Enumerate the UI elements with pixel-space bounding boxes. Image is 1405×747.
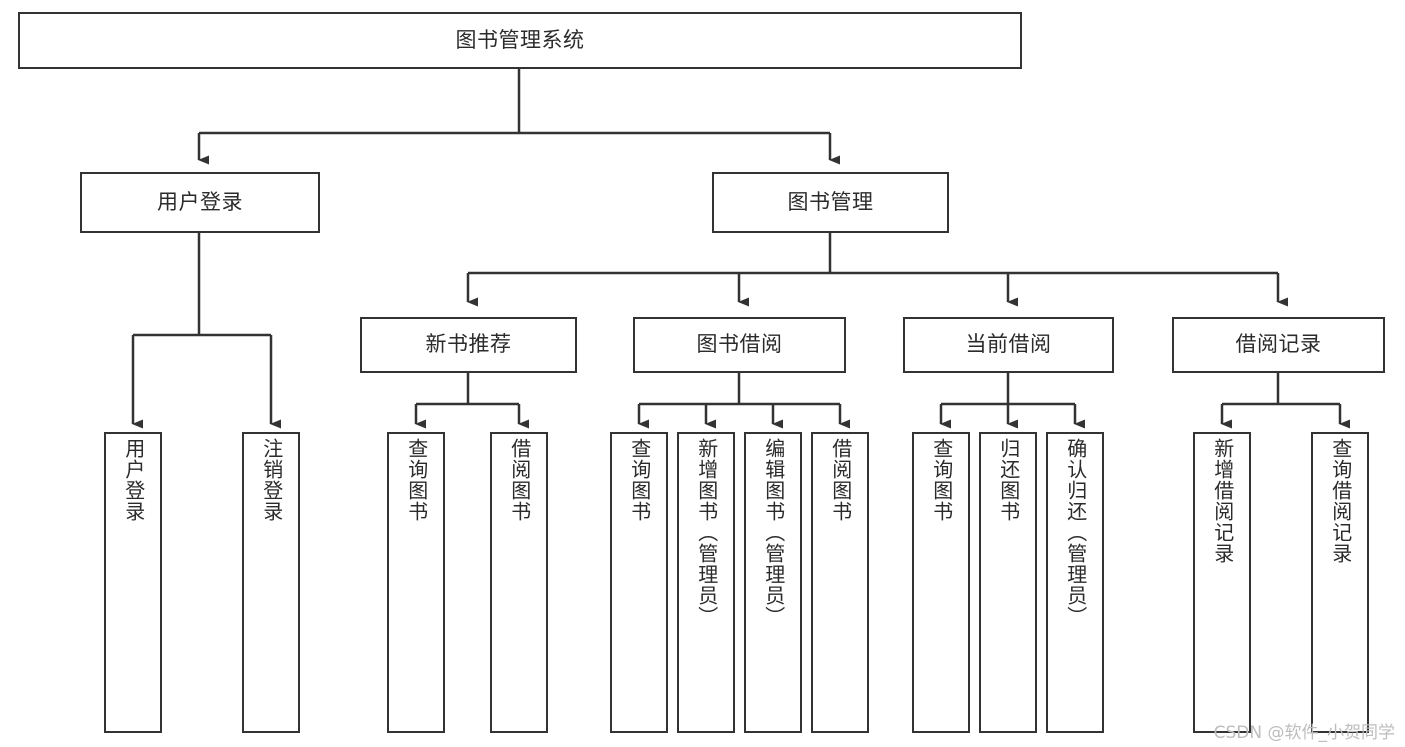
node-label: 新书推荐 [425,332,512,357]
node-new-book-recommend[interactable]: 新书推荐 [360,317,577,373]
node-leaf-confirm-return[interactable]: 确认归还（管理员） [1046,432,1104,733]
node-label: 图书管理 [787,189,874,214]
node-leaf-query-book-1[interactable]: 查询图书 [387,432,445,733]
node-leaf-add-book[interactable]: 新增图书（管理员） [677,432,735,733]
node-leaf-add-borrow-record[interactable]: 新增借阅记录 [1193,432,1251,733]
node-leaf-user-login[interactable]: 用户登录 [104,432,162,733]
node-label: 查询图书 [627,438,652,522]
node-label: 查询图书 [929,438,954,522]
node-borrow-record[interactable]: 借阅记录 [1172,317,1385,373]
node-book-borrow[interactable]: 图书借阅 [633,317,846,373]
node-user-login[interactable]: 用户登录 [80,172,320,233]
node-label: 归还图书 [996,438,1021,522]
node-label: 查询图书 [404,438,429,522]
node-current-borrow[interactable]: 当前借阅 [903,317,1114,373]
node-leaf-query-borrow-record[interactable]: 查询借阅记录 [1311,432,1369,733]
node-label: 新增借阅记录 [1210,438,1235,564]
node-leaf-query-book-3[interactable]: 查询图书 [912,432,970,733]
node-leaf-query-book-2[interactable]: 查询图书 [610,432,668,733]
node-label: 借阅图书 [507,438,532,522]
node-label: 用户登录 [121,438,146,522]
node-leaf-edit-book[interactable]: 编辑图书（管理员） [744,432,802,733]
node-label: 当前借阅 [965,332,1052,357]
node-label: 新增图书（管理员） [694,438,719,627]
node-label: 图书管理系统 [455,27,585,52]
node-book-management-system[interactable]: 图书管理系统 [18,12,1022,69]
edges [131,69,1350,429]
node-leaf-borrow-book-1[interactable]: 借阅图书 [490,432,548,733]
node-leaf-borrow-book-2[interactable]: 借阅图书 [811,432,869,733]
node-label: 注销登录 [259,438,284,522]
node-label: 图书借阅 [696,332,783,357]
node-book-management[interactable]: 图书管理 [712,172,949,233]
node-label: 确认归还（管理员） [1063,438,1088,627]
node-label: 借阅图书 [828,438,853,522]
node-label: 借阅记录 [1235,332,1322,357]
node-label: 编辑图书（管理员） [761,438,786,627]
node-leaf-return-book[interactable]: 归还图书 [979,432,1037,733]
node-label: 用户登录 [157,189,243,214]
node-label: 查询借阅记录 [1328,438,1353,564]
node-leaf-logout-login[interactable]: 注销登录 [242,432,300,733]
